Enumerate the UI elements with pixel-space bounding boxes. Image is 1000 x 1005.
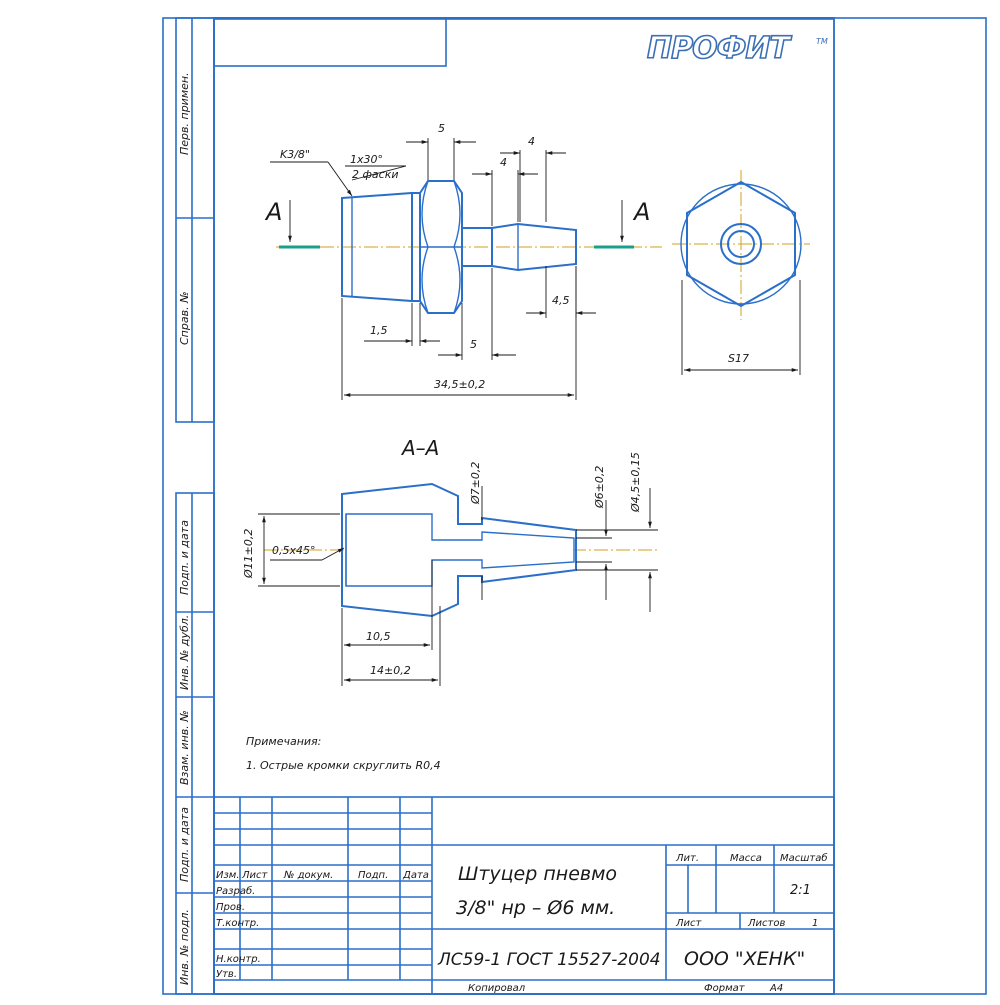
tb-sheet: Лист <box>675 918 703 929</box>
tb-name-2: 3/8" нр – Ø6 мм. <box>456 897 615 919</box>
dim-thread: K3/8" <box>280 148 310 161</box>
stamp-inv-dubl: Инв. № дубл. <box>178 615 191 690</box>
section-title: A–A <box>400 436 439 460</box>
tb-h-dokum: № докум. <box>283 870 333 881</box>
tb-h-podp: Подп. <box>358 870 388 881</box>
side-stamp-bottom <box>175 492 215 995</box>
section-mark-right: A <box>632 198 650 226</box>
title-block: Изм. Лист № докум. Подп. Дата Разраб. Пр… <box>213 796 835 995</box>
tb-sheets: Листов <box>747 918 785 929</box>
dim-s17: S17 <box>728 352 749 365</box>
tb-sheets-count: 1 <box>812 918 818 929</box>
tb-name-1: Штуцер пневмо <box>458 863 617 885</box>
tb-material: ЛС59-1 ГОСТ 15527-2004 <box>437 950 661 970</box>
end-view: S17 <box>672 170 810 375</box>
side-stamp-top <box>175 17 215 423</box>
tb-h-data: Дата <box>402 870 429 881</box>
tb-format-label: Формат <box>704 983 746 994</box>
dim-d45: Ø4,5±0,15 <box>629 452 642 513</box>
section-mark-left: A <box>264 198 282 226</box>
section-view: A–A Ø11±0,2 0,5x45° Ø7±0,2 Ø6±0,2 Ø4,5±0… <box>242 436 658 686</box>
tb-nkontr: Н.контр. <box>216 954 261 965</box>
stamp-inv-podl: Инв. № подл. <box>178 909 191 985</box>
stamp-vzam-inv: Взам. инв. № <box>178 710 191 785</box>
dim-4a: 4 <box>528 135 535 148</box>
tb-utv: Утв. <box>216 969 237 980</box>
frame <box>162 17 987 995</box>
stamp-podp-data-1: Подп. и дата <box>178 520 191 595</box>
tb-h-izm: Изм. <box>216 870 240 881</box>
dim-5-top: 5 <box>438 122 445 135</box>
tb-lit: Лит. <box>675 853 699 864</box>
notes-item-1: 1. Острые кромки скруглить R0,4 <box>246 759 441 772</box>
dim-4b: 4 <box>500 156 507 169</box>
dim-1-5: 1,5 <box>370 324 388 337</box>
dim-d6: Ø6±0,2 <box>593 466 606 509</box>
dim-10-5: 10,5 <box>366 630 391 643</box>
tb-tkontr: Т.контр. <box>216 918 259 929</box>
tb-mass: Масса <box>730 853 762 864</box>
tb-razrab: Разраб. <box>216 885 255 897</box>
profit-logo: ПРОФИТ TM <box>646 30 828 67</box>
tb-prov: Пров. <box>216 902 245 913</box>
dim-total: 34,5±0,2 <box>434 378 485 391</box>
dim-5-bot: 5 <box>470 338 477 351</box>
dim-4-5: 4,5 <box>552 294 570 307</box>
dim-d7: Ø7±0,2 <box>469 462 482 505</box>
dim-chamfer-count: 2 фаски <box>352 168 398 181</box>
svg-text:TM: TM <box>816 37 828 46</box>
tb-format: A4 <box>769 983 783 994</box>
stamp-podp-data-2: Подп. и дата <box>178 807 191 882</box>
dim-d11: Ø11±0,2 <box>242 529 255 579</box>
side-view: A A K3/8" 1x30° 2 фаски 5 4 4 4,5 <box>264 122 662 400</box>
svg-text:ПРОФИТ: ПРОФИТ <box>647 31 792 66</box>
tb-scale-label: Масштаб <box>780 852 828 864</box>
dim-chamfer: 1x30° <box>350 153 383 166</box>
notes-title: Примечания: <box>246 735 321 748</box>
tb-company: ООО "ХЕНК" <box>684 948 805 970</box>
tb-copied: Копировал <box>468 983 526 994</box>
dim-14: 14±0,2 <box>370 664 411 677</box>
tb-scale: 2:1 <box>790 883 811 898</box>
stamp-sprav: Справ. № <box>178 291 191 345</box>
tb-h-list: Лист <box>241 870 269 881</box>
stamp-perv-primen: Перв. примен. <box>178 72 191 155</box>
dim-chamfer2: 0,5x45° <box>272 544 316 557</box>
